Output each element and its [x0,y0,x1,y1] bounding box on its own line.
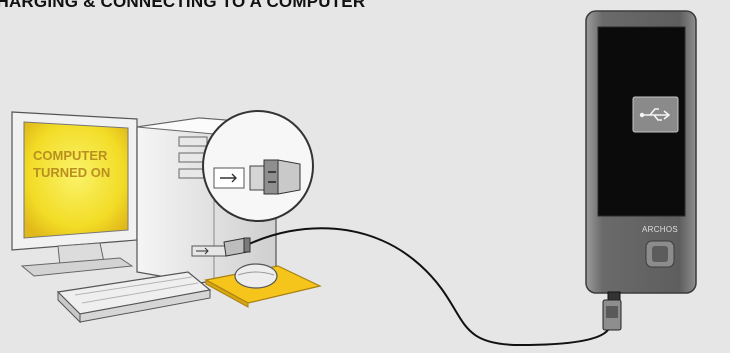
zoom-callout-icon [203,111,313,221]
archos-player: ARCHOS [586,11,696,302]
monitor-screen-line2: TURNED ON [33,165,110,180]
player-brand: ARCHOS [642,225,678,234]
monitor-screen [24,122,128,238]
monitor: COMPUTER TURNED ON [12,112,137,276]
usb-plug-icon [603,300,621,330]
keyboard-icon [58,272,210,322]
mouse-icon [235,264,277,288]
usb-plug-icon [264,160,300,194]
monitor-screen-line1: COMPUTER [33,148,108,163]
